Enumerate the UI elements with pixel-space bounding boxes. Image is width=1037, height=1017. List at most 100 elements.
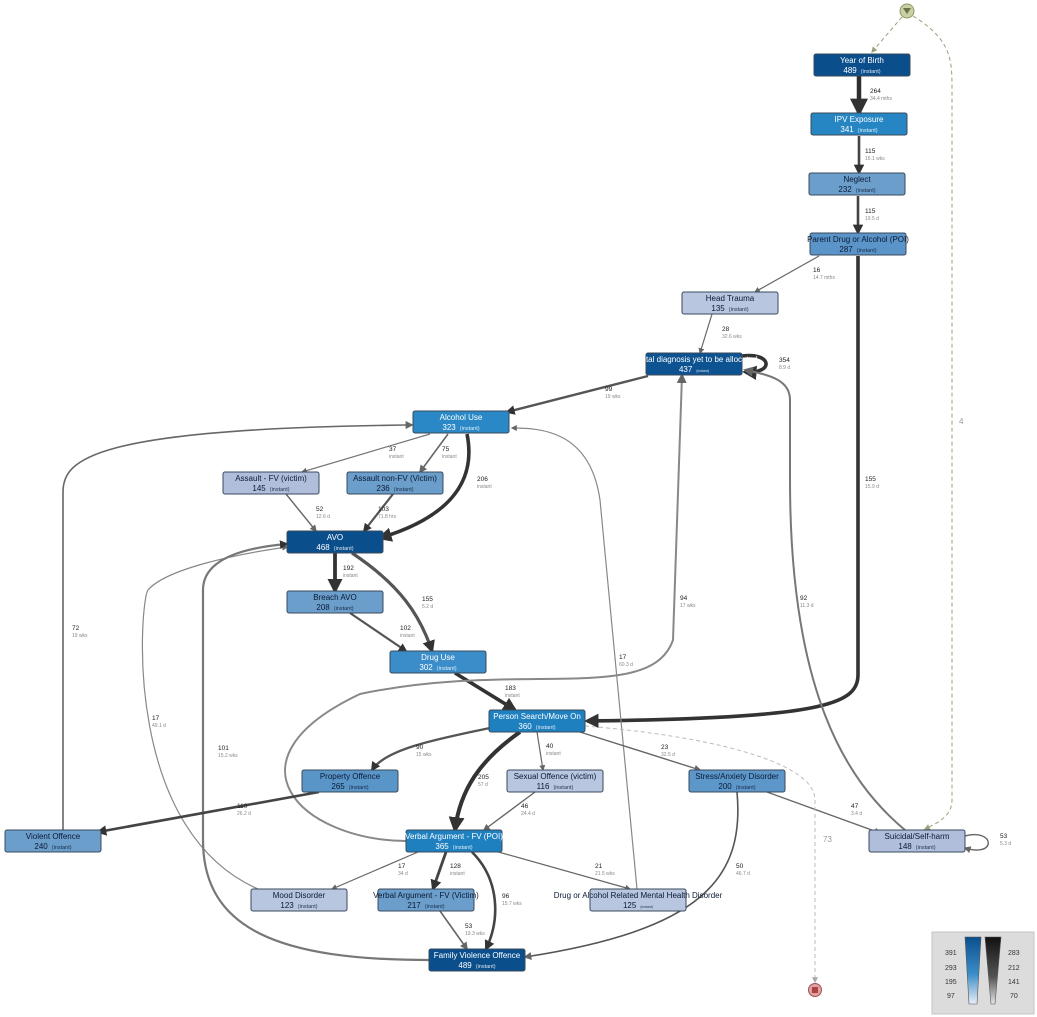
activity-node-verbalvic[interactable]: Verbal Argument - FV (Victim)217(instant… [373,888,479,912]
activity-count: 125(instant) [623,901,653,910]
edge-count-label: 90 [416,744,424,751]
activity-node-assaultfv[interactable]: Assault - FV (victim)145(instant) [222,471,320,495]
activity-name: Sexual Offence (victim) [514,772,597,781]
edge-duration-label: instant [343,573,358,579]
activity-node-drugmh[interactable]: Drug or Alcohol Related Mental Health Di… [554,888,723,912]
edge-duration-label: instant [546,751,561,757]
activity-node-parent[interactable]: Parent Drug or Alcohol (POI)287(instant) [807,232,909,256]
edge-count-label: 192 [343,565,354,572]
activity-count: 489(instant) [843,66,880,75]
activity-name: AVO [327,533,343,542]
activity-count: 236(instant) [376,484,413,493]
dashed-edge-start-to-suicidal[interactable]: 4 [912,15,964,830]
activity-node-sexual[interactable]: Sexual Offence (victim)116(instant) [506,769,604,793]
activity-count: 116(instant) [537,782,574,791]
legend-activity-tick: 391 [945,950,957,957]
legend-activity-tick: 195 [945,979,957,986]
dashed-edge-layer: 4 73 [584,15,964,984]
activity-name: Violent Offence [26,832,81,841]
edge-duration-label: 32.5 d [661,752,675,758]
edge-count-label: 103 [378,506,389,513]
edge-duration-label: instant [442,454,457,460]
edge-duration-label: 26.2 d [237,811,251,817]
start-marker[interactable] [899,3,915,19]
edge-duration-label: 5.3 d [1000,841,1011,847]
activity-name: Family Violence Offence [434,951,521,960]
activity-node-mental[interactable]: Mental diagnosis yet to be allocated437(… [630,352,758,376]
activity-name: Mental diagnosis yet to be allocated [630,355,757,364]
edge-count-label: 72 [72,625,80,632]
edge-alcohol-to-avo[interactable]: 206 instant [377,433,492,542]
activity-name: Verbal Argument - FV (Victim) [373,891,479,900]
legend-path-funnel [984,936,1002,1005]
edge-stress-to-suicidal[interactable]: 473.4 d [766,791,882,835]
edge-count-label: 155 [422,596,433,603]
activity-count: 489(instant) [458,961,495,970]
legend-activity-funnel [964,936,982,1005]
activity-name: IPV Exposure [835,115,884,124]
edge-suicidal-to-suicidal[interactable]: 535.3 d [963,833,1011,854]
end-marker[interactable] [808,983,822,997]
edge-count-label: 50 [736,863,744,870]
dashed-edge-person-to-end[interactable]: 73 [584,725,832,984]
activity-node-verbalpoi[interactable]: Verbal Argument - FV (POI)365(instant) [405,829,503,853]
activity-name: Mood Disorder [273,891,326,900]
activity-name: Neglect [843,175,871,184]
edge-count-label: 99 [605,386,613,393]
edge-count-label: 206 [477,476,488,483]
activity-name: Parent Drug or Alcohol (POI) [807,235,909,244]
activity-node-assaultnonfv[interactable]: Assault non-FV (Victim)236(instant) [346,471,444,495]
edge-count-label: 354 [779,357,790,364]
edge-duration-label: 46.7 d [736,871,750,877]
dashed-edge-start-to-yob[interactable] [871,16,903,53]
